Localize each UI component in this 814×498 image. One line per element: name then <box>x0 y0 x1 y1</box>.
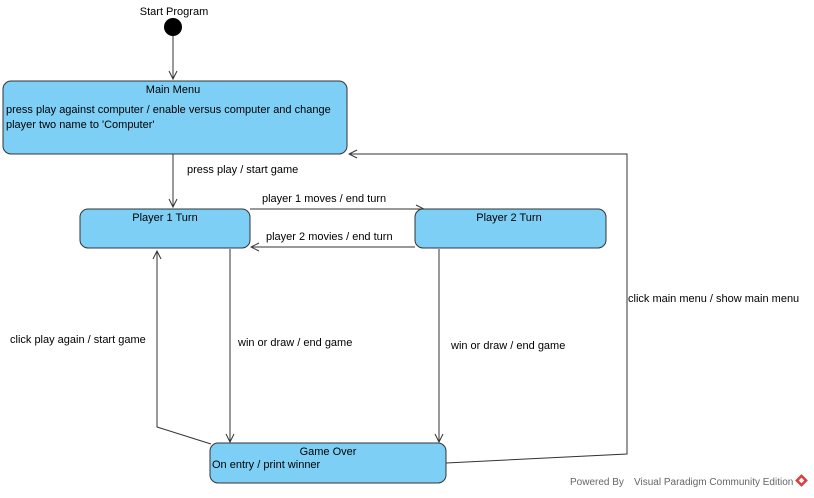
state-game-over[interactable]: Game Over On entry / print winner <box>209 442 447 484</box>
edge-label-p1-moves: player 1 moves / end turn <box>262 193 386 205</box>
edge-gameover-to-mainmenu[interactable] <box>349 154 628 464</box>
state-player1-turn[interactable]: Player 1 Turn <box>79 208 251 249</box>
watermark-text: Powered By <box>570 477 624 488</box>
watermark: Powered By Visual Paradigm Community Edi… <box>570 474 808 488</box>
state-activity-line: On entry / print winner <box>212 459 321 471</box>
edge-label-start-game: press play / start game <box>187 164 298 176</box>
edge-label-play-again: click play again / start game <box>10 334 146 346</box>
state-title: Player 2 Turn <box>476 212 541 224</box>
edge-label-p1-end: win or draw / end game <box>237 337 352 349</box>
state-title: Game Over <box>300 446 357 458</box>
state-title: Player 1 Turn <box>132 212 197 224</box>
initial-label: Start Program <box>140 6 208 18</box>
state-player2-turn[interactable]: Player 2 Turn <box>414 208 607 249</box>
vp-diamond-icon <box>795 474 808 487</box>
edge-gameover-to-player1[interactable] <box>157 251 212 445</box>
state-title: Main Menu <box>146 84 200 96</box>
state-activity-line: player two name to 'Computer' <box>6 119 155 131</box>
edge-label-p2-moves: player 2 movies / end turn <box>266 231 393 243</box>
state-activity-line: press play against computer / enable ver… <box>6 104 331 116</box>
state-main-menu[interactable]: Main Menu press play against computer / … <box>2 80 348 155</box>
watermark-brand: Visual Paradigm Community Edition <box>634 477 793 488</box>
edge-label-main-menu: click main menu / show main menu <box>628 293 799 305</box>
initial-node[interactable] <box>164 18 182 36</box>
edge-label-p2-end: win or draw / end game <box>450 340 565 352</box>
